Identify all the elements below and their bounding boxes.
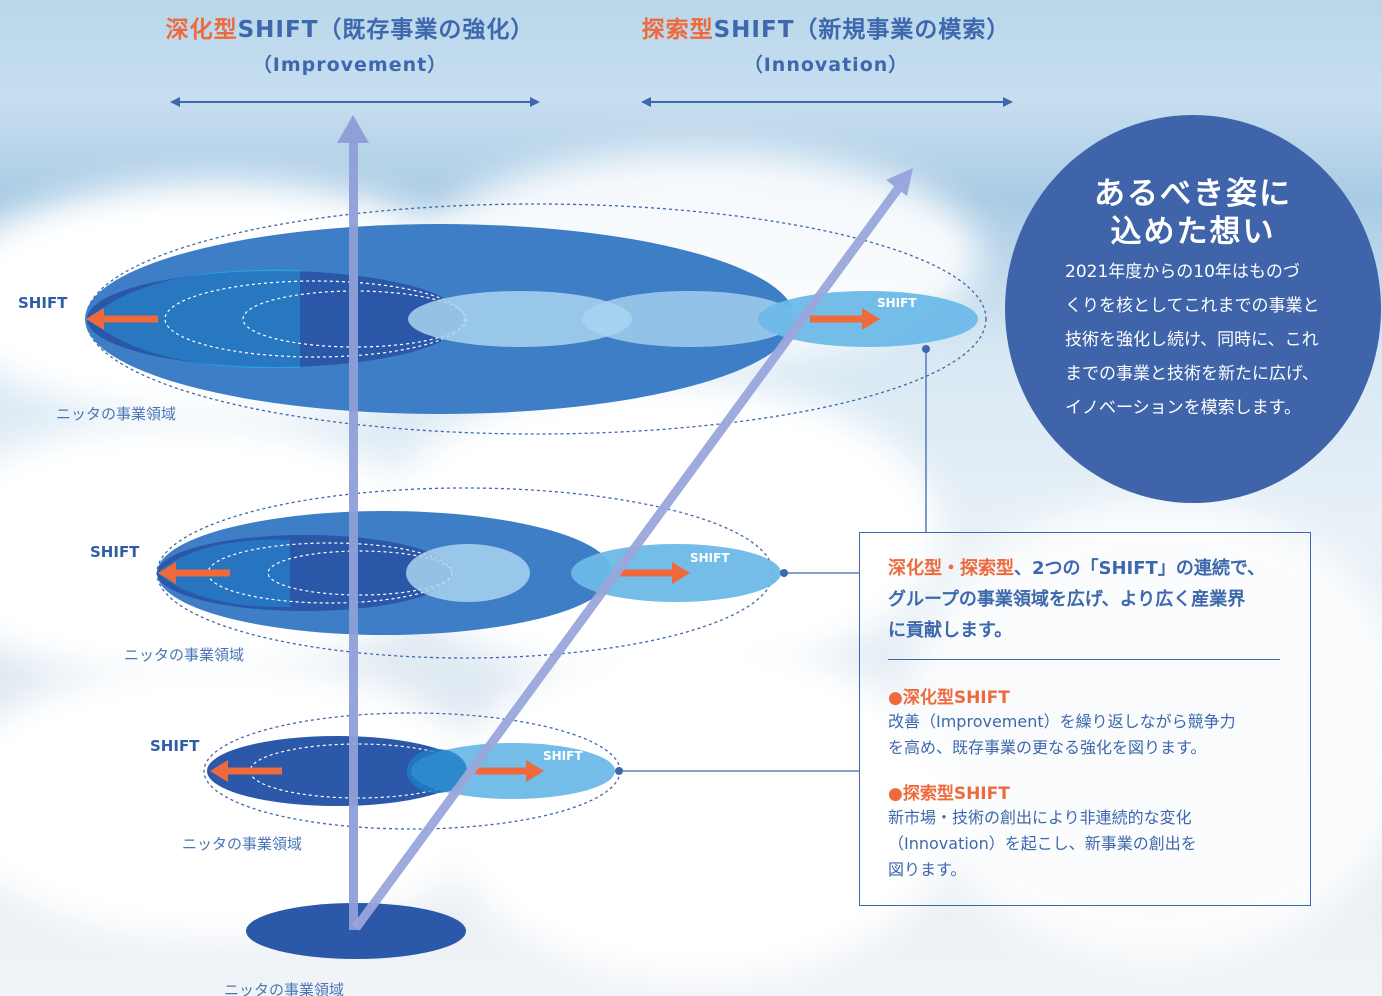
- improvement-title-accent: 深化型: [165, 17, 238, 43]
- improvement-header: 深化型SHIFT（既存事業の強化） （Improvement）: [160, 10, 540, 77]
- cloud: [900, 500, 1382, 960]
- lead-text: 深化型・探索型、2つの「SHIFT」の連続で、 グループの事業領域を広げ、より広…: [888, 553, 1292, 646]
- vision-title-line-1: あるべき姿に: [1094, 176, 1292, 212]
- level-2: [156, 487, 859, 659]
- lead-rest-3: に貢献します。: [888, 620, 1013, 641]
- core-overlay: [157, 535, 453, 611]
- base-domain-ellipse: [246, 903, 466, 959]
- overlap-ellipse: [582, 291, 798, 347]
- left-shift-arrowhead: [158, 562, 176, 584]
- improvement-description: 改善（Improvement）を繰り返しながら競争力 を高め、既存事業の更なる強…: [888, 709, 1288, 761]
- domain-label: ニッタの事業領域: [224, 981, 345, 996]
- level-1: [85, 203, 987, 532]
- domain-label: ニッタの事業領域: [182, 835, 303, 853]
- innovation-description: 新市場・技術の創出により非連続的な変化 （Innovation）を起こし、新事業…: [888, 805, 1288, 883]
- overlap-ellipse: [408, 291, 632, 347]
- vision-body-line: 2021年度からの10年はものづ: [1065, 262, 1300, 282]
- vision-body-line: 技術を強化し続け、同時に、これ: [1065, 330, 1319, 350]
- right-shift-arrowhead: [862, 308, 880, 330]
- shift-label: SHIFT: [877, 296, 917, 310]
- core-overlay: [87, 271, 463, 367]
- improvement-arrow: [337, 115, 369, 930]
- innovation-subtitle: （Innovation）: [743, 54, 909, 76]
- improvement-title: SHIFT（既存事業の強化）: [237, 17, 535, 43]
- divider: [888, 659, 1280, 660]
- domain-label: ニッタの事業領域: [56, 405, 177, 423]
- improvement-line: 改善（Improvement）を繰り返しながら競争力: [888, 712, 1236, 731]
- improvement-subtitle: （Improvement）: [252, 54, 448, 76]
- overlap-ellipse: [406, 544, 530, 602]
- lead-rest-2: グループの事業領域を広げ、より広く産業界: [888, 589, 1246, 610]
- explanation-box: 深化型・探索型、2つの「SHIFT」の連続で、 グループの事業領域を広げ、より広…: [859, 532, 1311, 906]
- overlap-ellipse: [407, 749, 467, 793]
- right-shift-arrowhead: [526, 760, 544, 782]
- vision-body-line: くりを核としてこれまでの事業と: [1065, 296, 1320, 316]
- shift-label: SHIFT: [690, 551, 730, 565]
- vision-body-line: イノベーションを模索します。: [1065, 398, 1301, 418]
- vision-body: 2021年度からの10年はものづ くりを核としてこれまでの事業と 技術を強化し続…: [1005, 255, 1381, 425]
- left-shift-arrowhead: [210, 760, 228, 782]
- shift-label: SHIFT: [90, 543, 140, 561]
- right-shift-arrowhead: [672, 562, 690, 584]
- innovation-line: 新市場・技術の創出により非連続的な変化: [888, 808, 1192, 827]
- core-ellipse: [207, 736, 467, 806]
- cloud: [0, 660, 500, 940]
- innovation-title: SHIFT（新規事業の模索）: [713, 17, 1011, 43]
- innovation-title-accent: 探索型: [641, 17, 714, 43]
- domain-label: ニッタの事業領域: [124, 646, 245, 664]
- improvement-heading: ●深化型SHIFT: [888, 688, 1010, 708]
- lead-dot: ・: [942, 558, 960, 579]
- shift-label: SHIFT: [150, 737, 200, 755]
- shift-label: SHIFT: [18, 294, 68, 312]
- left-shift-arrowhead: [86, 308, 104, 330]
- level-3: [203, 712, 859, 830]
- shift-label: SHIFT: [543, 749, 583, 763]
- lead-accent-2: 探索型: [960, 558, 1014, 579]
- vision-title-line-2: 込めた想い: [1110, 214, 1276, 250]
- improvement-line: を高め、既存事業の更なる強化を図ります。: [888, 738, 1207, 757]
- lead-accent-1: 深化型: [888, 558, 942, 579]
- innovation-heading: ●探索型SHIFT: [888, 784, 1010, 804]
- innovation-arrow: [352, 168, 913, 931]
- vision-body-line: までの事業と技術を新たに広げ、: [1065, 364, 1319, 384]
- lead-rest-1: 、2つの「SHIFT」の連続で、: [1014, 558, 1266, 579]
- innovation-line: （Innovation）を起こし、新事業の創出を: [888, 834, 1197, 853]
- innovation-header: 探索型SHIFT（新規事業の模索） （Innovation）: [636, 10, 1016, 77]
- vision-circle: あるべき姿に 込めた想い 2021年度からの10年はものづ くりを核としてこれま…: [1005, 115, 1381, 503]
- innovation-line: 図ります。: [888, 860, 967, 879]
